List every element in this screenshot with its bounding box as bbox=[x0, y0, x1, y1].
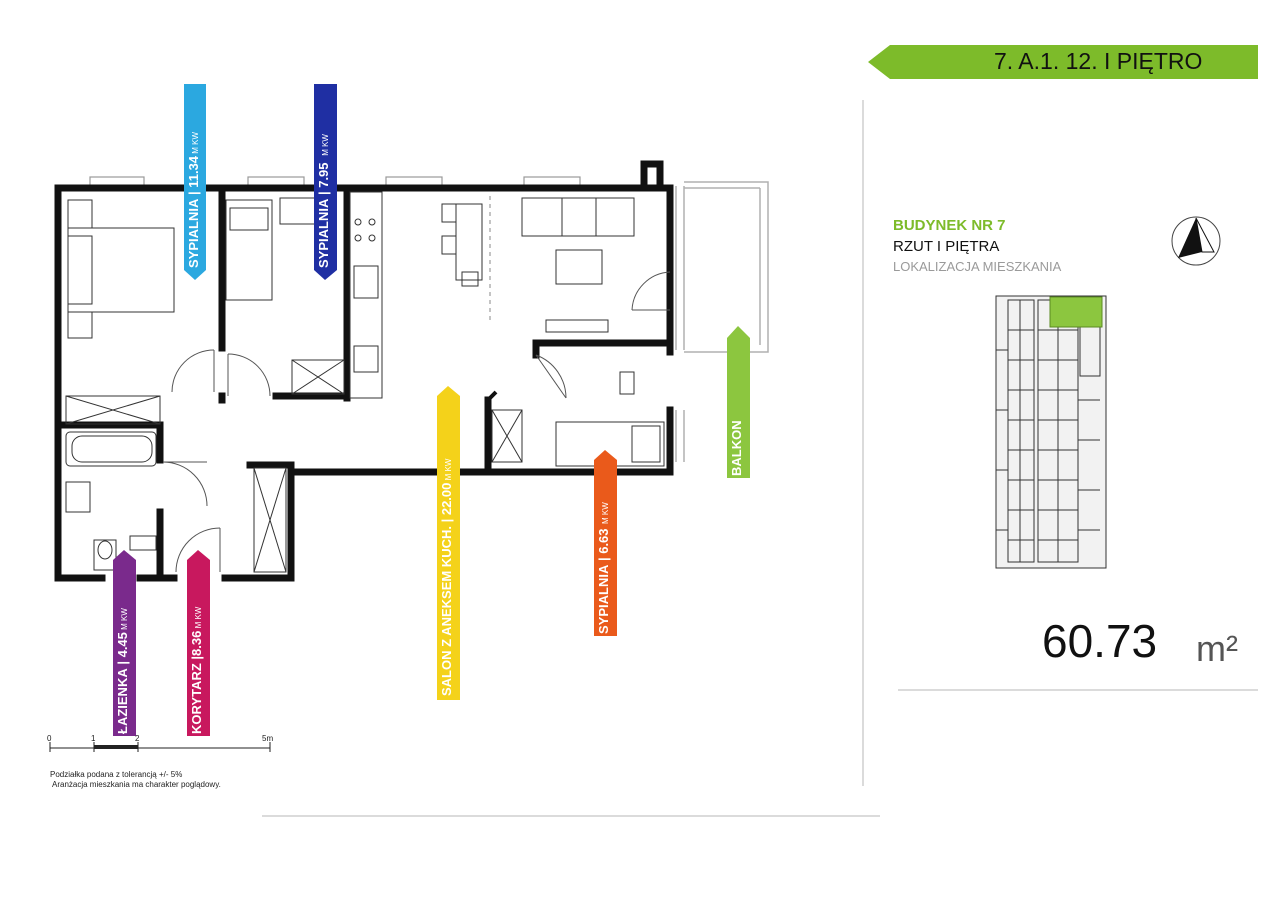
furniture bbox=[65, 191, 665, 573]
label-salon: SALON Z ANEKSEM KUCH. | 22.00 M KW bbox=[439, 458, 454, 696]
building-keyplan bbox=[995, 295, 1107, 569]
keyplan-highlight bbox=[1049, 296, 1103, 328]
label-korytarz: KORYTARZ |8.36 M KW bbox=[189, 606, 204, 734]
label-lazienka: ŁAZIENKA | 4.45 M KW bbox=[115, 608, 130, 734]
location-caption: LOKALIZACJA MIESZKANIA bbox=[893, 259, 1062, 274]
label-sypialnia-795: SYPIALNIA | 7.95 M KW bbox=[316, 134, 331, 268]
scale-tick-1: 1 bbox=[91, 734, 96, 743]
arrow-lazienka bbox=[113, 550, 136, 736]
floor-plan-title: RZUT I PIĘTRA bbox=[893, 238, 1000, 255]
arrow-balkon bbox=[727, 326, 750, 478]
label-sypialnia-663: SYPIALNIA | 6.63 M KW bbox=[596, 502, 611, 634]
apartment-area: 60.73 bbox=[1042, 615, 1158, 667]
scale-note: Podziałka podana z tolerancją +/- 5% bbox=[50, 770, 183, 779]
arrow-salon bbox=[437, 386, 460, 700]
label-balkon: BALKON bbox=[729, 420, 744, 476]
area-unit: m² bbox=[1196, 628, 1238, 669]
banner-shape bbox=[868, 45, 1258, 79]
wall-corner bbox=[486, 390, 498, 402]
scale-tick-5m: 5m bbox=[262, 734, 274, 743]
scale-tick-2: 2 bbox=[135, 734, 140, 743]
banner-title: 7. A.1. 12. I PIĘTRO bbox=[994, 48, 1203, 74]
arrow-sypialnia-1134 bbox=[184, 84, 206, 280]
arrow-korytarz bbox=[187, 550, 210, 736]
walls bbox=[54, 160, 674, 582]
arrow-sypialnia-795 bbox=[314, 84, 337, 280]
scale-bar-fill bbox=[94, 745, 138, 749]
balcony-outline bbox=[675, 181, 769, 462]
arrow-sypialnia-663 bbox=[594, 450, 617, 636]
arrangement-note: Aranżacja mieszkania ma charakter pogląd… bbox=[52, 780, 221, 789]
label-sypialnia-1134: SYPIALNIA | 11.34 M KW bbox=[186, 131, 201, 268]
scale-tick-0: 0 bbox=[47, 734, 52, 743]
north-arrow-icon bbox=[1171, 216, 1221, 266]
building-title: BUDYNEK NR 7 bbox=[893, 217, 1006, 234]
scale-bar bbox=[49, 742, 271, 752]
doors bbox=[162, 271, 671, 573]
room-arrows bbox=[113, 84, 750, 736]
